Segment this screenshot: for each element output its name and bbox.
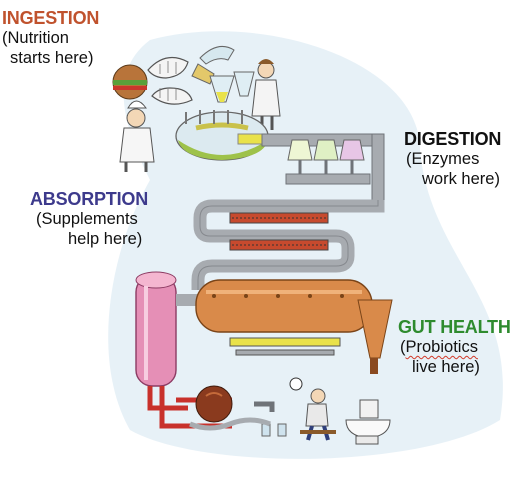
funnel-vessels-icon bbox=[191, 45, 255, 103]
gut-health-title: GUT HEALTH bbox=[398, 317, 511, 337]
pink-tank-icon bbox=[135, 271, 177, 387]
digestion-title: DIGESTION bbox=[404, 129, 502, 149]
ingestion-line2: starts here) bbox=[10, 48, 94, 67]
absorption-label: ABSORPTION (Supplements help here) bbox=[30, 189, 148, 249]
copper-tank-icon bbox=[195, 279, 373, 356]
teeth-icon bbox=[147, 56, 193, 105]
gut-health-line1: (Probiotics bbox=[398, 338, 511, 357]
gut-health-paren: ( bbox=[400, 338, 406, 357]
chef-figure-icon bbox=[112, 64, 155, 172]
mixing-flask-icon bbox=[175, 110, 279, 161]
gut-health-label: GUT HEALTH (Probiotics live here) bbox=[398, 317, 511, 377]
absorption-line1: (Supplements bbox=[36, 210, 138, 229]
ingestion-line1: (Nutrition bbox=[2, 29, 69, 48]
gut-health-probiotics-word: Probiotics bbox=[405, 338, 478, 357]
absorption-line2: help here) bbox=[68, 229, 143, 248]
faucet-bottles-icon bbox=[254, 377, 303, 437]
digestion-label: DIGESTION (Enzymes work here) bbox=[404, 129, 501, 189]
scientist-figure-icon bbox=[251, 59, 281, 130]
absorption-title: ABSORPTION bbox=[30, 189, 149, 209]
brown-vessel-icon bbox=[195, 385, 233, 423]
absorption-grid-icon bbox=[229, 212, 329, 251]
seated-worker-icon bbox=[300, 388, 336, 441]
ingestion-title: INGESTION bbox=[2, 8, 100, 28]
ingestion-label: INGESTION (Nutrition starts here) bbox=[2, 8, 99, 68]
bottom-pipes bbox=[189, 417, 271, 431]
enzyme-flasks-icon bbox=[285, 139, 371, 185]
digestion-line1: (Enzymes bbox=[406, 150, 480, 169]
copper-funnel-icon bbox=[357, 299, 393, 359]
gut-health-line2: live here) bbox=[412, 357, 480, 376]
toilet-icon bbox=[345, 399, 391, 445]
digestion-line2: work here) bbox=[422, 169, 500, 188]
upper-pipe-vertical bbox=[371, 133, 385, 203]
